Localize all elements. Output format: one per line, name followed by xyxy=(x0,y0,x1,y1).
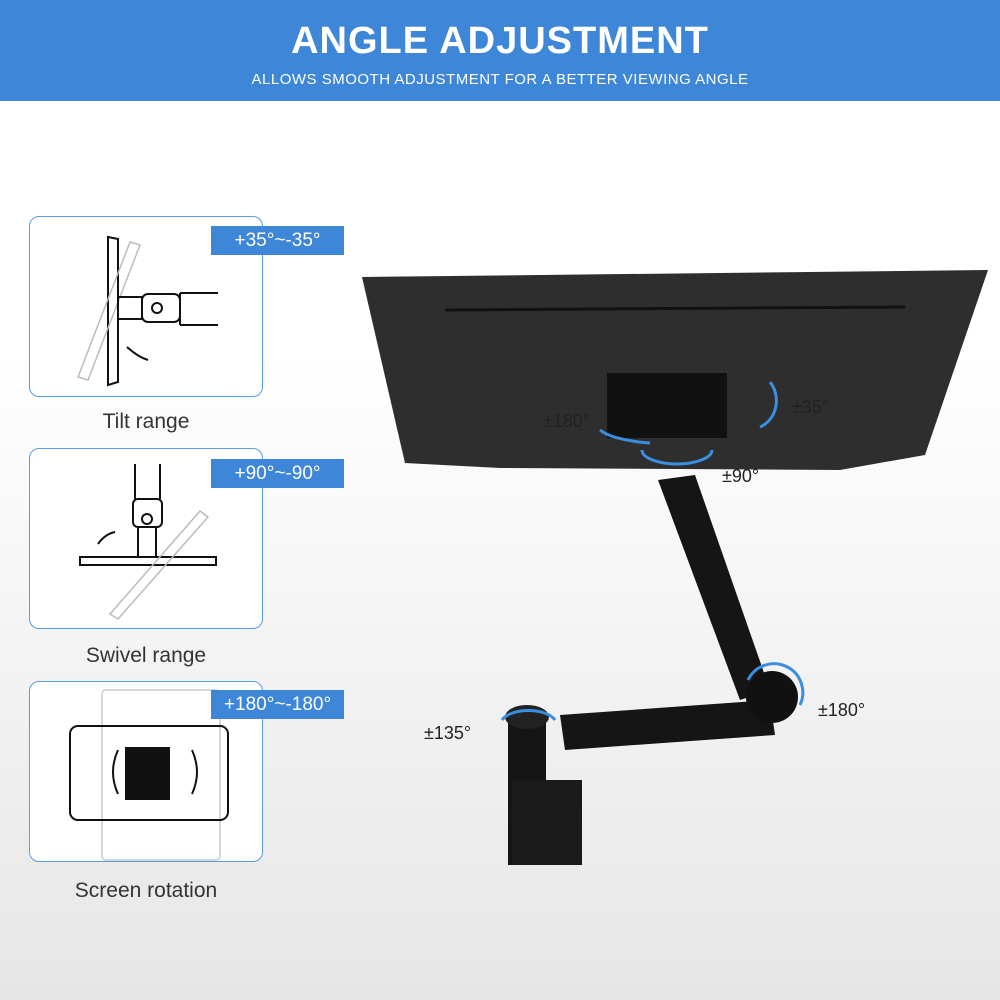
tilt-diagram-icon xyxy=(77,235,218,387)
page-title: ANGLE ADJUSTMENT xyxy=(291,20,709,62)
rotation-angle-label: ±180° xyxy=(543,411,591,431)
base-angle-label: ±135° xyxy=(424,723,472,743)
page-subtitle: ALLOWS SMOOTH ADJUSTMENT FOR A BETTER VI… xyxy=(251,71,749,88)
rotation-range-caption: Screen rotation xyxy=(74,879,218,902)
swivel-range-badge: +90°~-90° xyxy=(211,459,344,488)
tilt-range-caption: Tilt range xyxy=(102,410,190,433)
rotation-range-badge: +180°~-180° xyxy=(211,690,344,719)
tilt-angle-label: ±35° xyxy=(792,397,830,417)
swivel-angle-label: ±90° xyxy=(722,466,760,486)
header-banner: ANGLE ADJUSTMENT ALLOWS SMOOTH ADJUSTMEN… xyxy=(0,0,1000,101)
rotation-diagram-icon xyxy=(69,689,229,861)
tilt-range-badge: +35°~-35° xyxy=(211,226,344,255)
elbow-angle-label: ±180° xyxy=(818,700,866,720)
swivel-range-caption: Swivel range xyxy=(85,644,207,667)
swivel-diagram-icon xyxy=(79,464,217,620)
